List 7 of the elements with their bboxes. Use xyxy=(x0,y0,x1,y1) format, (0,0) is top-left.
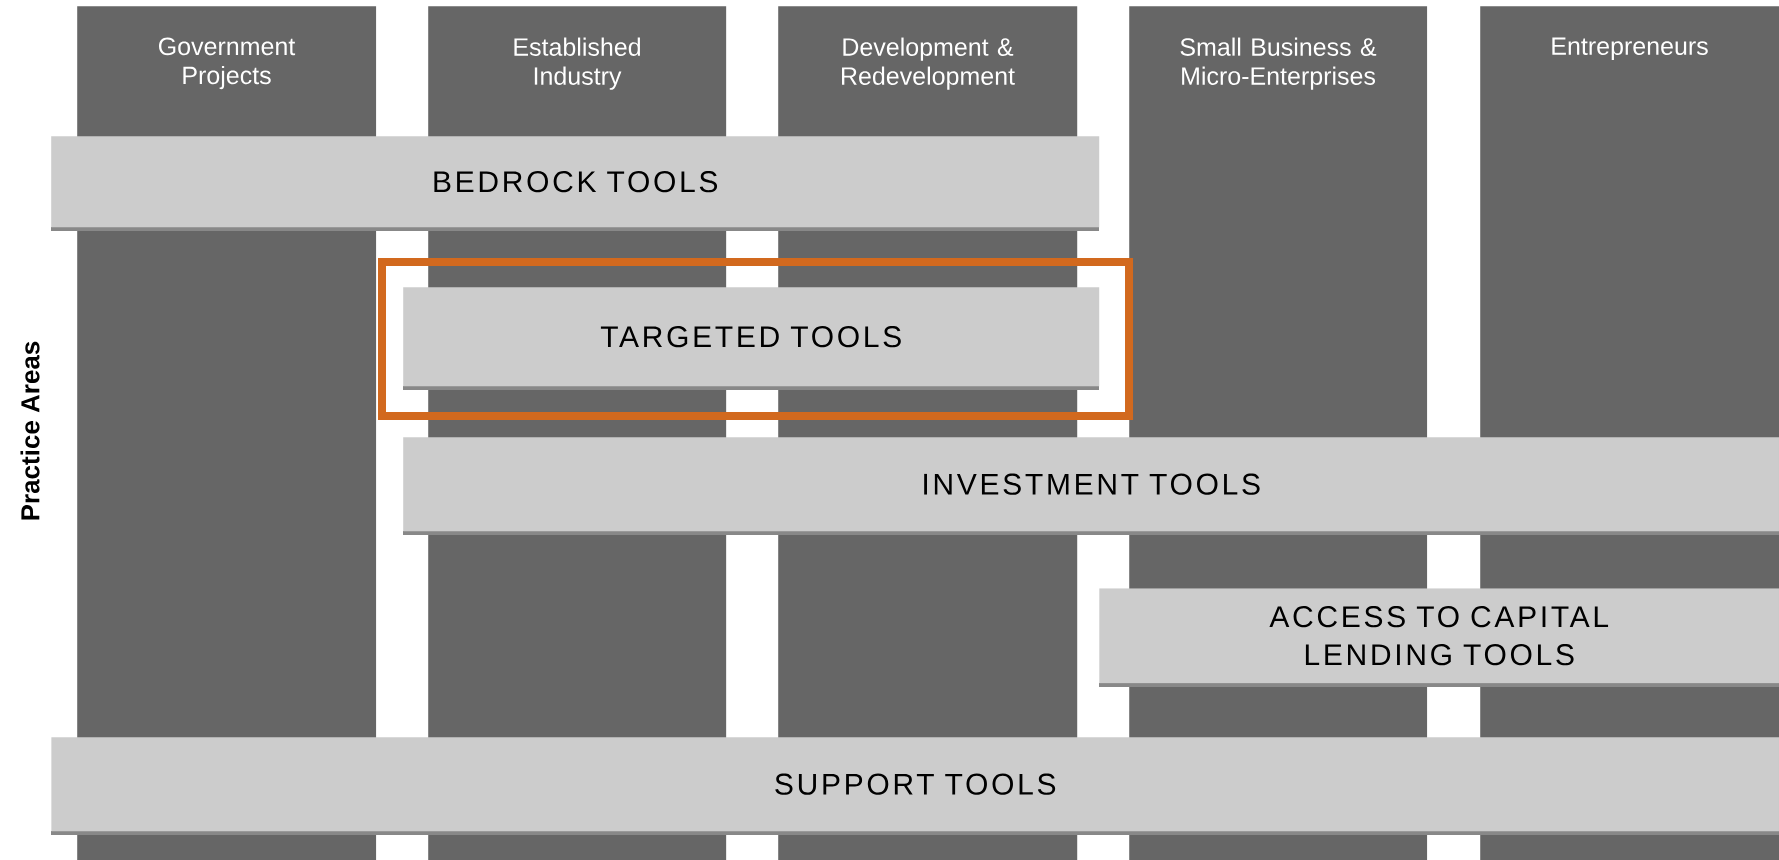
tool-bar: BEDROCK TOOLS xyxy=(51,136,1100,231)
tool-bar: TARGETED TOOLS xyxy=(403,287,1100,390)
tool-bar: INVESTMENT TOOLS xyxy=(403,437,1779,535)
tool-bar: SUPPORT TOOLS xyxy=(51,737,1779,835)
axis-label: Practice Areas xyxy=(20,341,40,520)
highlight-frame xyxy=(378,258,1133,420)
tool-bar: ACCESS TO CAPITAL LENDING TOOLS xyxy=(1099,588,1779,687)
